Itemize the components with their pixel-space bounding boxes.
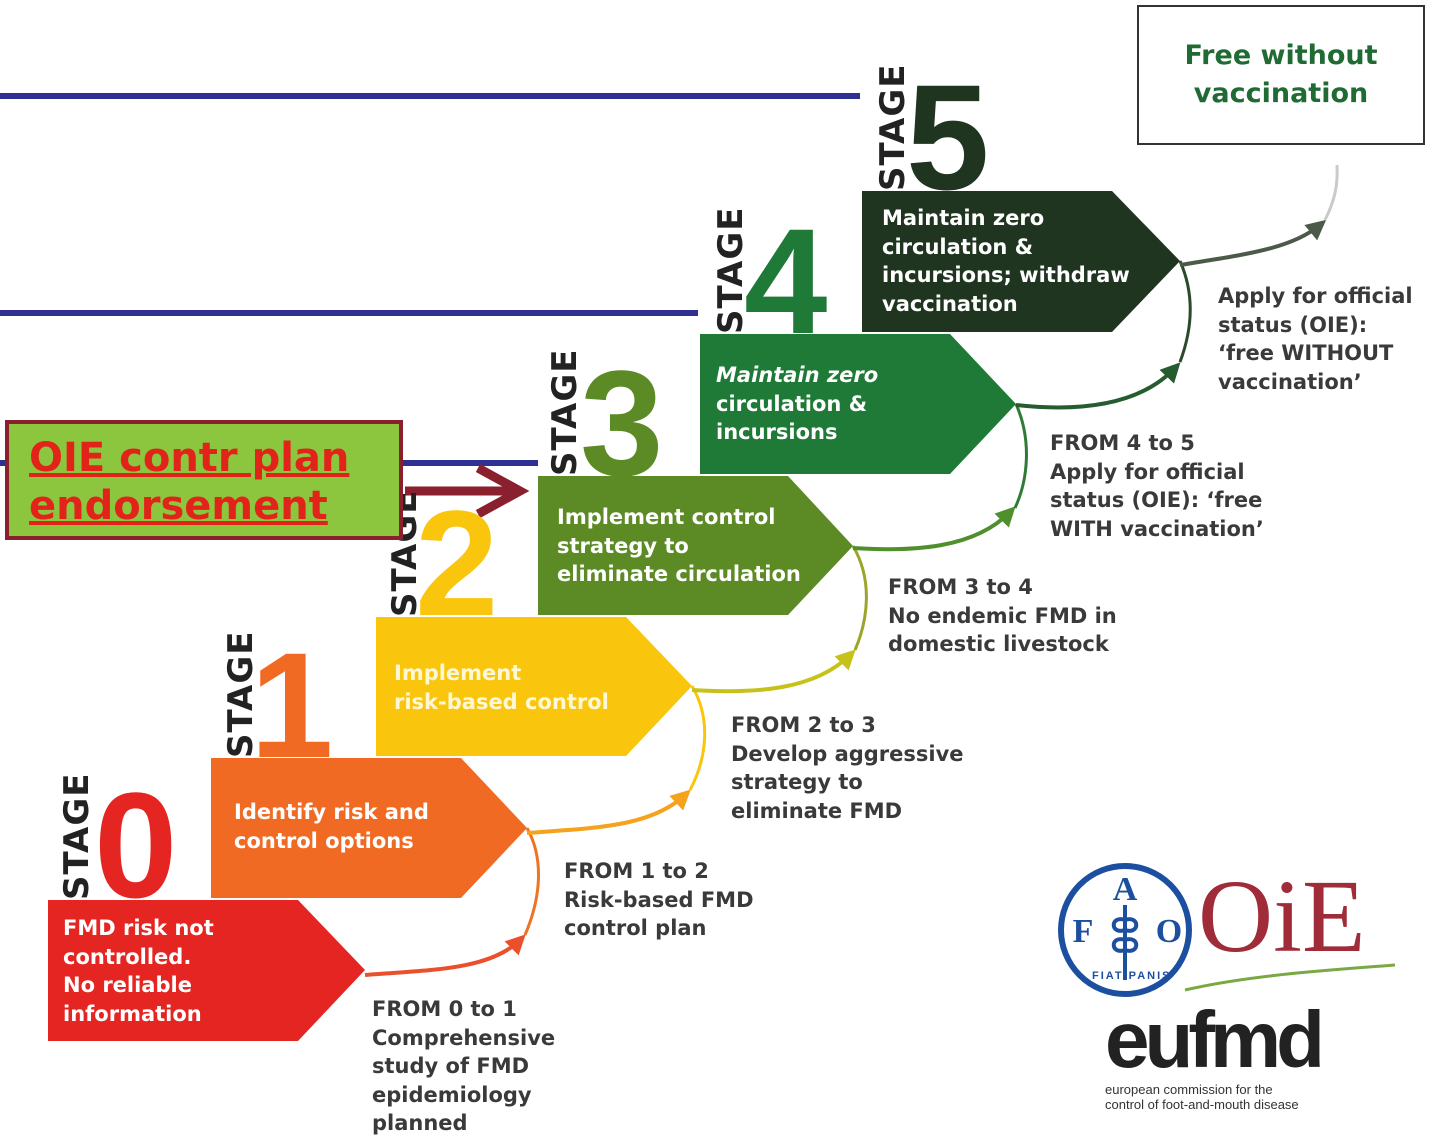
svg-text:O: O	[1156, 913, 1182, 950]
stage-5-arrow	[862, 191, 1180, 332]
svg-text:A: A	[1113, 871, 1138, 908]
stage-2-number: 2	[415, 479, 499, 647]
stage-3-arrow	[538, 476, 853, 615]
eufmd-caption-line-1: european commission for the	[1105, 1082, 1273, 1097]
goal-line-2: vaccination	[1193, 78, 1369, 109]
stage-5-number: 5	[906, 53, 990, 221]
fao-logo: A F O	[1058, 863, 1192, 997]
svg-text:F: F	[1073, 913, 1094, 950]
transition-arrow-2-3-rise	[851, 545, 868, 651]
transition-arrow-3-4	[852, 506, 1016, 552]
stage-0-number: 0	[94, 761, 178, 929]
stage-3-number: 3	[580, 339, 664, 507]
transition-arrow-1-2-rise	[688, 685, 707, 791]
transition-arrow-3-4-rise	[1013, 403, 1028, 509]
stage-4-number: 4	[744, 197, 828, 365]
goal-line-1: Free without	[1184, 40, 1378, 71]
endorsement-arrowhead	[475, 464, 530, 518]
transition-arrow-4-5	[1015, 362, 1181, 410]
oie-logo: OiE	[1198, 859, 1366, 974]
fao-motto: FIAT PANIS	[1092, 970, 1172, 982]
goal-box: Free without vaccination	[1137, 5, 1425, 145]
stage-4-arrow	[700, 334, 1016, 474]
stage-1-number: 1	[250, 621, 334, 789]
transition-arrow-0-1-rise	[523, 827, 541, 936]
endorsement-line-2: endorsement	[29, 483, 328, 529]
endorsement-callout: OIE contr plan endorsement	[5, 420, 403, 540]
stage-1-arrow	[211, 758, 527, 898]
transition-arrow-1-2	[526, 789, 691, 835]
stage-0-word: STAGE	[57, 772, 97, 901]
transition-arrow-0-1	[364, 934, 526, 977]
transition-arrow-goal-rise	[1323, 164, 1339, 221]
stage-5-word: STAGE	[873, 63, 913, 192]
transition-arrow-5-goal	[1179, 219, 1327, 267]
transition-arrow-2-3	[691, 649, 856, 694]
transition-arrow-4-5-rise	[1178, 260, 1192, 363]
stage-0-arrow	[48, 900, 365, 1041]
stage-4-word: STAGE	[711, 206, 751, 335]
endorsement-line-1: OIE contr plan	[29, 435, 350, 481]
oie-swoosh	[1184, 963, 1396, 992]
eufmd-caption-line-2: control of foot-and-mouth disease	[1105, 1097, 1299, 1112]
logo-group: A F O FIAT PANIS OiE eufmd european comm…	[1050, 860, 1410, 1120]
stage-3-word: STAGE	[545, 348, 585, 477]
eufmd-logo: eufmd	[1105, 995, 1325, 1084]
stage-2-arrow	[376, 617, 692, 756]
